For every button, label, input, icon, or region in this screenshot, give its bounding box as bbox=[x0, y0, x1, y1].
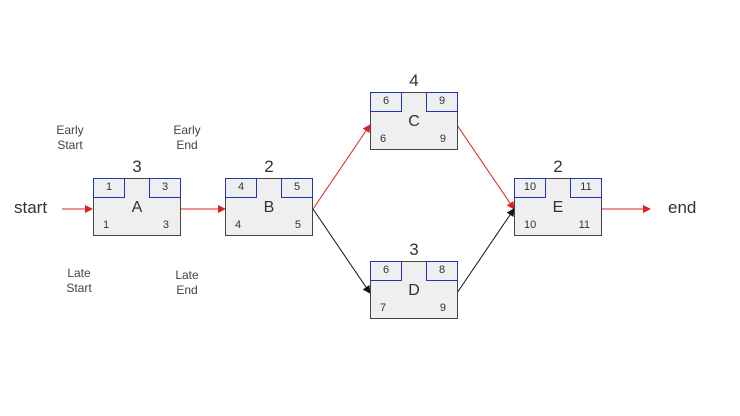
edge-c-e bbox=[456, 124, 515, 210]
node-c-early-start: 6 bbox=[370, 92, 402, 112]
start-terminal: start bbox=[14, 198, 48, 217]
node-c-early-finish: 9 bbox=[426, 92, 458, 112]
node-b: 4 5 B 4 5 bbox=[225, 178, 313, 236]
node-a-early-start: 1 bbox=[93, 178, 125, 198]
late-start-line2: Start bbox=[66, 281, 92, 295]
late-end-label: Late End bbox=[157, 268, 217, 298]
edge-b-d bbox=[312, 208, 371, 294]
node-d-late-start: 7 bbox=[380, 302, 387, 314]
node-a-late-start: 1 bbox=[103, 219, 110, 231]
late-end-line1: Late bbox=[175, 268, 199, 282]
edge-d-e bbox=[456, 208, 515, 294]
node-b-duration: 2 bbox=[264, 157, 274, 176]
node-a: 1 3 A 1 3 bbox=[93, 178, 181, 236]
node-e-duration: 2 bbox=[553, 157, 563, 176]
late-start-line1: Late bbox=[67, 266, 91, 280]
node-c: 6 9 C 6 9 bbox=[370, 92, 458, 150]
early-end-line2: End bbox=[176, 138, 198, 152]
node-e-late-finish: 11 bbox=[578, 219, 590, 231]
node-b-early-start: 4 bbox=[225, 178, 257, 198]
node-b-name: B bbox=[263, 199, 275, 216]
early-start-line1: Early bbox=[56, 123, 84, 137]
late-end-line2: End bbox=[176, 283, 198, 297]
node-d-name: D bbox=[408, 282, 420, 299]
node-b-late-finish: 5 bbox=[294, 219, 301, 231]
edge-b-c bbox=[312, 124, 371, 210]
early-end-label: Early End bbox=[157, 123, 217, 153]
late-start-label: Late Start bbox=[49, 266, 109, 296]
early-start-label: Early Start bbox=[40, 123, 100, 153]
node-b-late-start: 4 bbox=[235, 219, 242, 231]
node-b-early-finish: 5 bbox=[281, 178, 313, 198]
node-c-duration: 4 bbox=[409, 71, 419, 90]
node-c-late-finish: 9 bbox=[439, 133, 446, 145]
end-terminal: end bbox=[668, 198, 697, 217]
node-d-early-finish: 8 bbox=[426, 261, 458, 281]
node-e-name: E bbox=[552, 199, 564, 216]
node-d-early-start: 6 bbox=[370, 261, 402, 281]
node-e-early-finish: 11 bbox=[570, 178, 602, 198]
node-e-early-start: 10 bbox=[514, 178, 546, 198]
node-e: 10 11 E 10 11 bbox=[514, 178, 602, 236]
node-c-name: C bbox=[408, 113, 420, 130]
node-e-late-start: 10 bbox=[524, 219, 537, 231]
node-a-late-finish: 3 bbox=[162, 219, 169, 231]
node-a-duration: 3 bbox=[132, 157, 142, 176]
early-end-line1: Early bbox=[173, 123, 201, 137]
node-a-name: A bbox=[131, 199, 143, 216]
early-start-line2: Start bbox=[57, 138, 83, 152]
node-d-late-finish: 9 bbox=[439, 302, 446, 314]
node-d-duration: 3 bbox=[409, 240, 419, 259]
node-a-early-finish: 3 bbox=[149, 178, 181, 198]
node-d: 6 8 D 7 9 bbox=[370, 261, 458, 319]
node-c-late-start: 6 bbox=[380, 133, 387, 145]
